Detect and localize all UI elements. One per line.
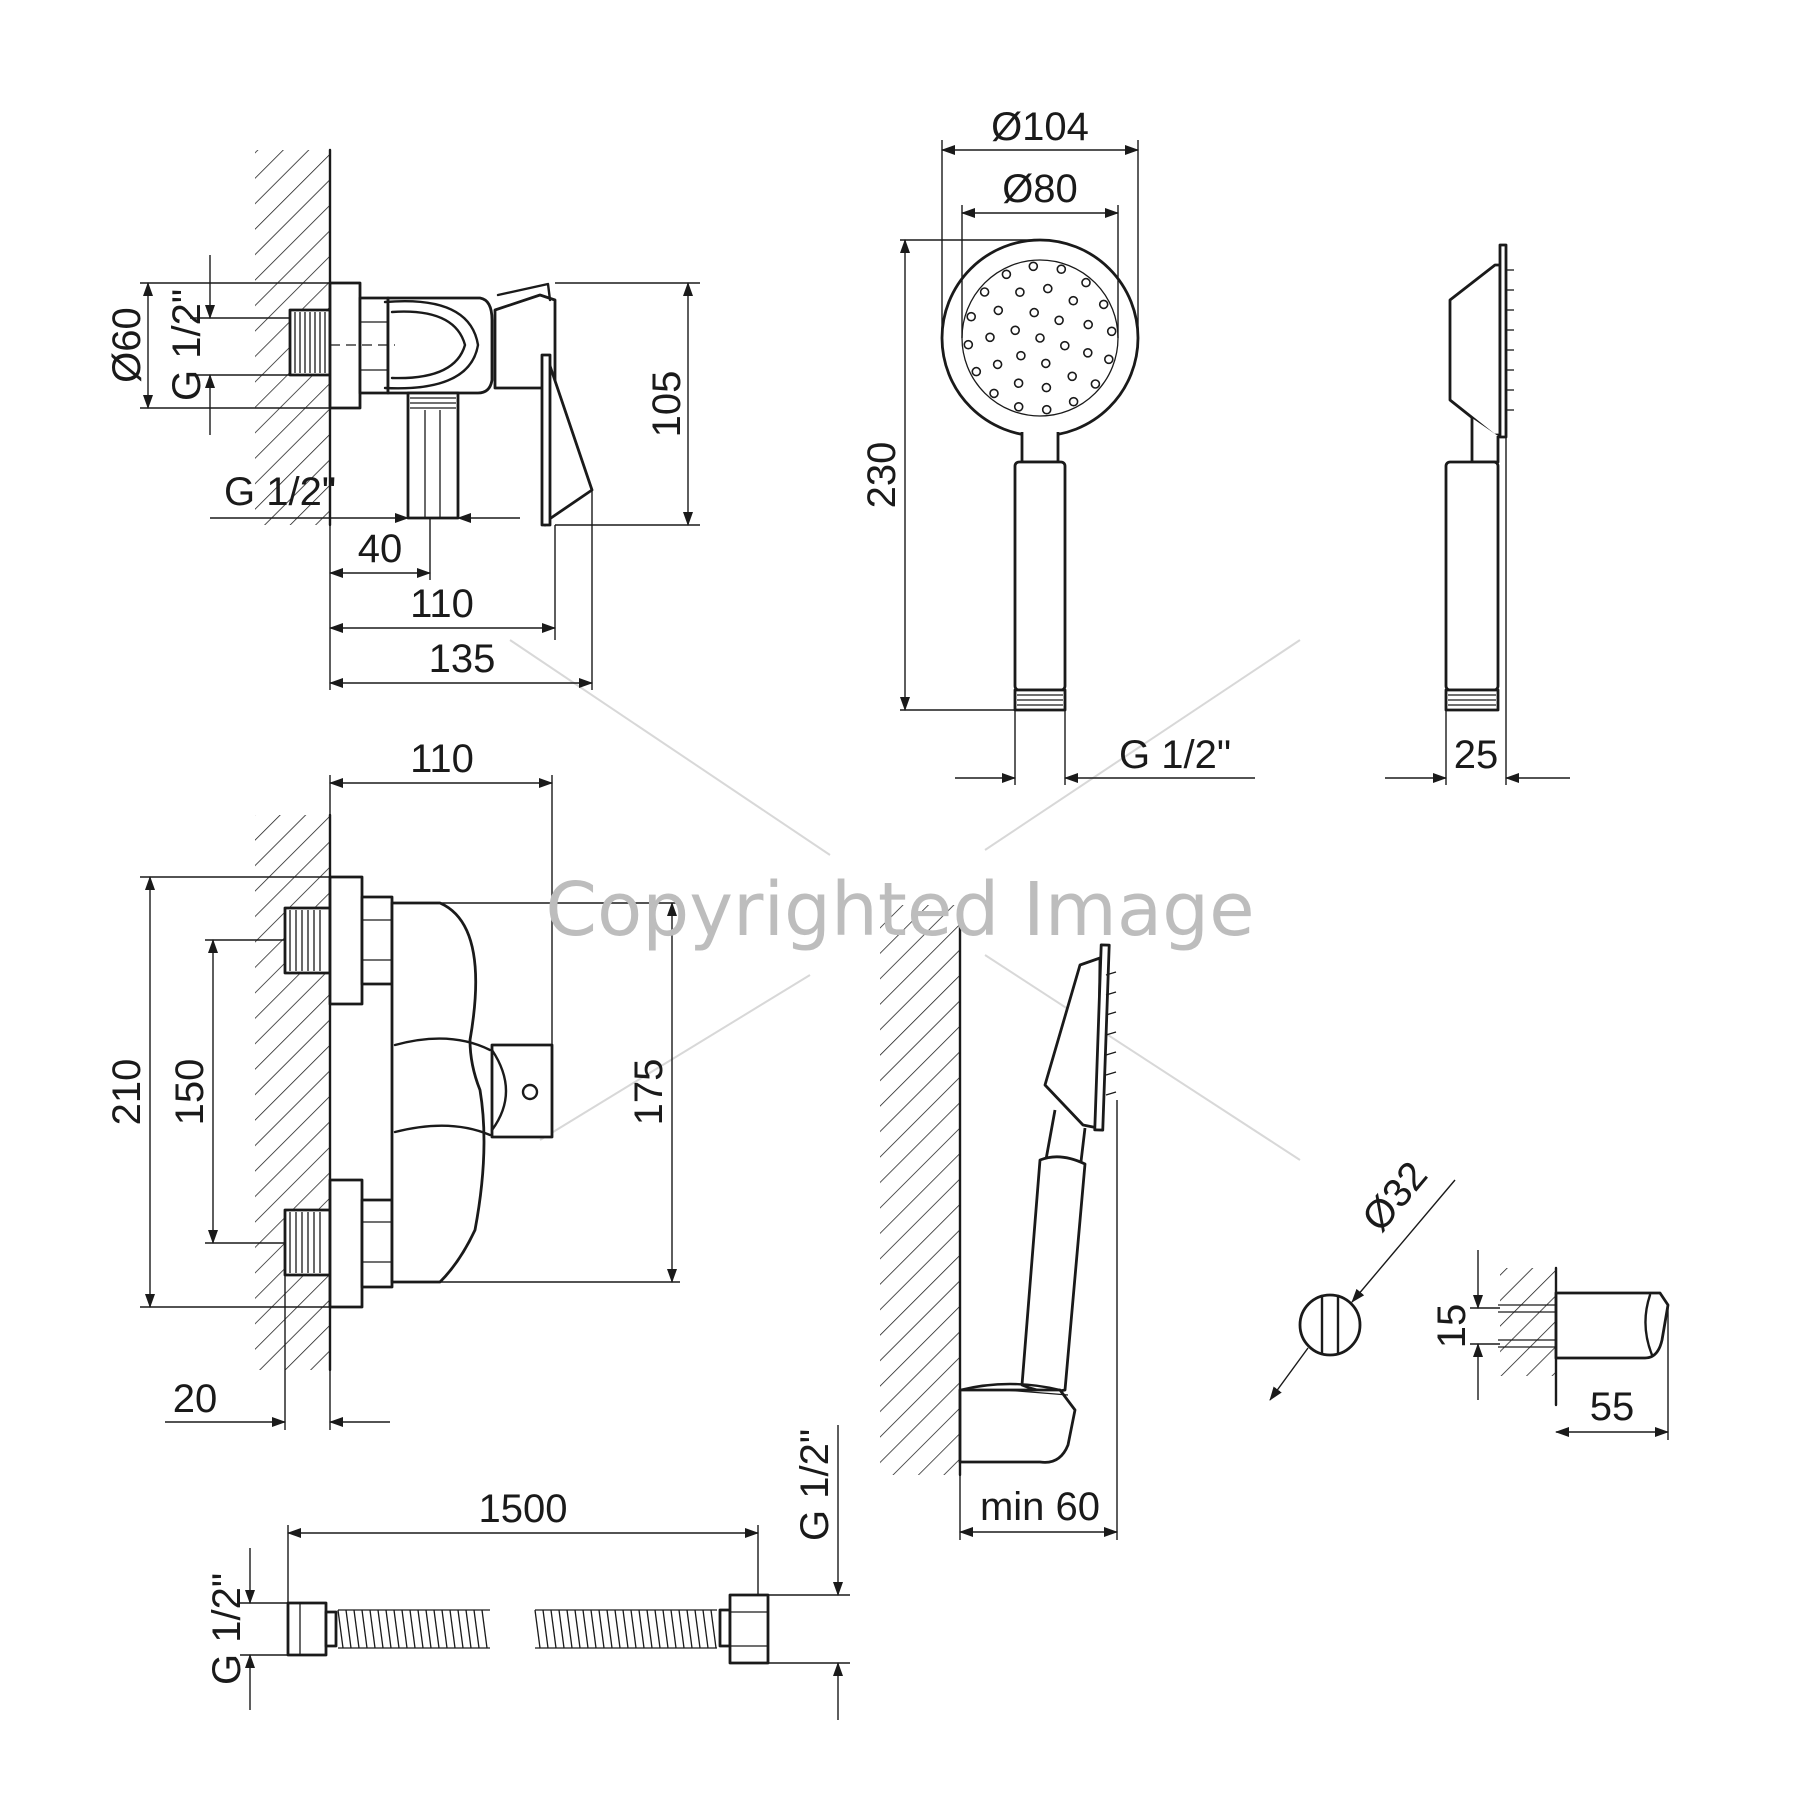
nozzle <box>1035 333 1045 343</box>
nozzle <box>1056 264 1067 275</box>
mixer-side-view: Ø60 G 1/2" 105 G 1/2" 40 110 135 <box>105 148 700 690</box>
shower-handle <box>1013 460 1067 692</box>
dim-1500: 1500 <box>479 1487 568 1531</box>
dim-210: 210 <box>105 1059 149 1126</box>
dim-40: 40 <box>358 527 403 571</box>
holder-circle <box>1298 1293 1362 1357</box>
dim-thread-outlet: G 1/2" <box>224 470 336 514</box>
dim-230: 230 <box>860 442 904 509</box>
hand-shower-side-view: 25 <box>1385 243 1570 785</box>
dim-d60: Ø60 <box>105 307 149 383</box>
dim-thread-wall: G 1/2" <box>165 289 209 401</box>
dim-105: 105 <box>645 371 689 438</box>
nozzle <box>979 287 990 297</box>
dim-175: 175 <box>627 1059 671 1126</box>
nozzle <box>1013 378 1024 389</box>
nozzle <box>989 388 999 399</box>
nozzle <box>1090 379 1101 389</box>
dim-thread-hose-left: G 1/2" <box>205 1573 249 1685</box>
mixer-front-view: 110 210 150 175 20 <box>105 737 680 1430</box>
dim-55: 55 <box>1590 1385 1635 1429</box>
nozzle <box>985 332 995 343</box>
nozzle <box>992 359 1003 370</box>
wall-hatch-front <box>255 815 330 1370</box>
hand-shower-front-view: Ø104 Ø80 230 G 1/2" <box>860 105 1255 785</box>
nozzle <box>1001 269 1012 280</box>
nozzle <box>1054 315 1064 326</box>
nozzle <box>1041 358 1051 369</box>
dim-110-side: 110 <box>410 582 474 626</box>
dim-d80: Ø80 <box>1002 167 1078 211</box>
wall-hatch-detail <box>1500 1268 1556 1376</box>
hose-view: 1500 G 1/2" G 1/2" <box>205 1425 850 1720</box>
dim-thread-shower: G 1/2" <box>1119 733 1231 777</box>
nozzle <box>963 339 974 350</box>
nozzle <box>1083 319 1093 330</box>
dim-20: 20 <box>173 1377 218 1421</box>
nozzle <box>1013 401 1024 412</box>
dim-25: 25 <box>1454 733 1499 777</box>
nozzle <box>1083 347 1093 358</box>
nozzle <box>993 305 1004 316</box>
hose-left-fitting <box>286 1601 328 1657</box>
dim-min60: min 60 <box>980 1485 1100 1529</box>
dim-thread-hose-right: G 1/2" <box>793 1429 837 1541</box>
nozzle <box>1060 340 1070 351</box>
dim-d104: Ø104 <box>991 105 1089 149</box>
nozzle <box>1029 307 1039 318</box>
nozzle <box>1068 295 1079 306</box>
hose-right-nut <box>728 1593 770 1665</box>
holder-detail-view: Ø32 15 55 <box>1269 1154 1670 1440</box>
nozzle <box>971 366 982 377</box>
dim-135: 135 <box>429 637 496 681</box>
nozzle <box>1081 277 1091 288</box>
nozzle <box>1068 396 1079 407</box>
nozzle <box>1067 371 1077 382</box>
dim-15: 15 <box>1430 1304 1474 1349</box>
wall-hatch-holder <box>880 905 960 1475</box>
shower-head <box>940 238 1140 438</box>
shower-on-holder-view: min 60 <box>880 903 1118 1540</box>
nozzle <box>1041 404 1052 415</box>
dim-d32: Ø32 <box>1354 1154 1436 1240</box>
dim-110-front: 110 <box>410 737 474 781</box>
watermark-text: Copyrighted Image <box>545 867 1254 953</box>
nozzle <box>1104 354 1114 365</box>
nozzle <box>966 311 977 322</box>
nozzle <box>1016 350 1026 361</box>
nozzle <box>1015 287 1025 298</box>
nozzle <box>1043 283 1053 294</box>
nozzle <box>1098 299 1109 310</box>
dim-150: 150 <box>168 1059 212 1126</box>
nozzle <box>1106 326 1117 337</box>
nozzles <box>963 261 1117 415</box>
nozzle <box>1041 382 1052 393</box>
nozzle <box>1028 261 1039 272</box>
nozzle <box>1010 325 1021 336</box>
